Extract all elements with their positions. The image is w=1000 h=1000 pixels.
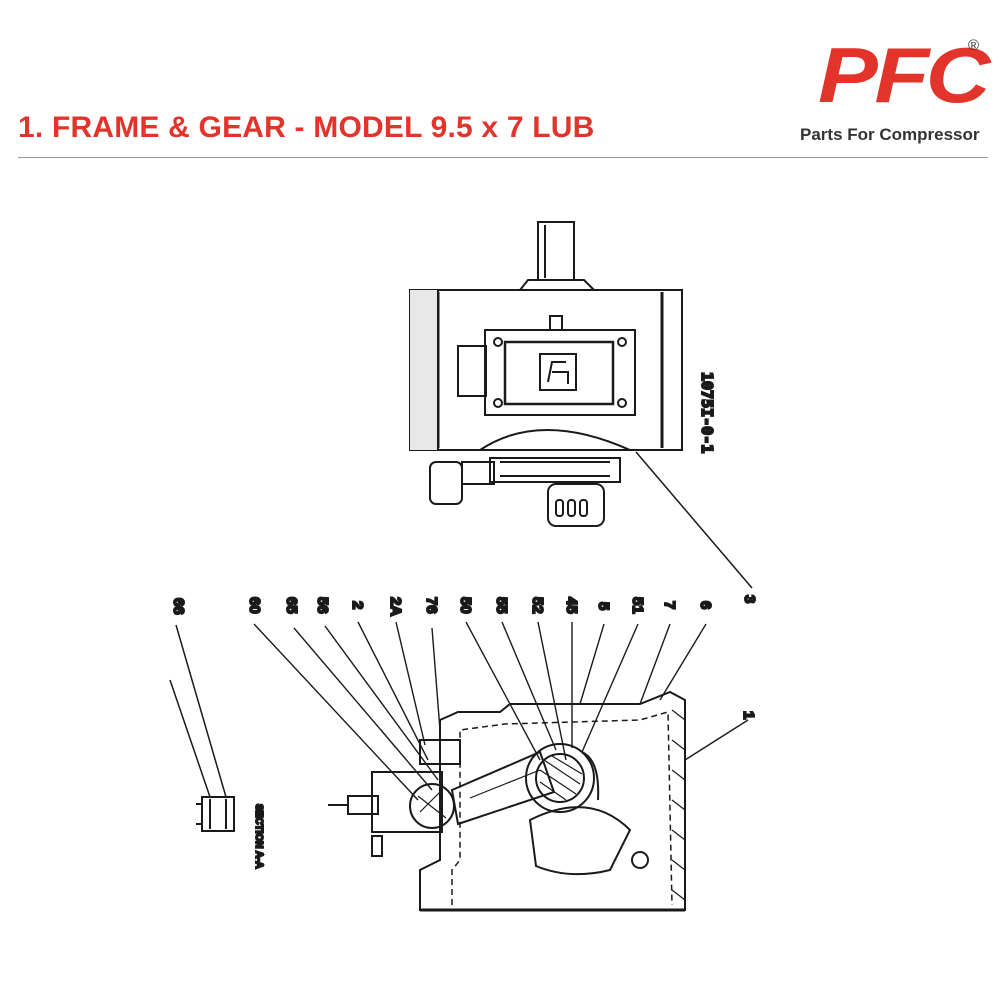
callout-60: 60 xyxy=(246,597,263,614)
callout-51: 51 xyxy=(629,597,646,614)
crank-bearing xyxy=(525,743,595,813)
frame-housing xyxy=(409,289,683,451)
callout-leader-3 xyxy=(635,451,753,589)
registered-mark: ® xyxy=(968,37,980,54)
callout-2: 2 xyxy=(349,601,366,609)
callout-45: 45 xyxy=(563,597,580,614)
callout-65: 65 xyxy=(283,597,300,614)
callout-leader-66 xyxy=(169,679,211,798)
bushing xyxy=(419,739,461,765)
oil-pump xyxy=(489,457,621,483)
logo-tagline: Parts For Compressor xyxy=(800,125,980,144)
callout-50: 50 xyxy=(457,597,474,614)
frame-section-view xyxy=(328,690,686,912)
callout-55: 55 xyxy=(493,597,510,614)
callout-7: 7 xyxy=(661,601,678,609)
maker-emblem xyxy=(539,353,577,391)
crosshead-pin xyxy=(409,783,455,829)
crankshaft-end xyxy=(537,221,575,281)
callout-2a: 2A xyxy=(387,597,404,616)
callout-6: 6 xyxy=(697,601,714,609)
callout-52: 52 xyxy=(529,597,546,614)
callout-1: 1 xyxy=(740,711,757,719)
drain-plug xyxy=(631,851,649,869)
callout-56: 56 xyxy=(314,597,331,614)
frame-top-view xyxy=(409,221,753,589)
cover-bolt xyxy=(493,337,503,347)
oil-filler-cap xyxy=(429,461,463,505)
callout-5: 5 xyxy=(595,602,612,610)
oil-strainer xyxy=(547,483,605,527)
counterweight xyxy=(528,806,632,876)
shaft-collar xyxy=(519,279,595,291)
logo-brand-text: PFC xyxy=(818,31,990,119)
drawing-number: 1075I-0-1 xyxy=(698,372,716,453)
callout-3: 3 xyxy=(741,595,758,603)
cover-bolt xyxy=(617,337,627,347)
section-label: SECTION A-A xyxy=(253,804,264,869)
callout-leaders xyxy=(253,621,749,801)
cover-bolt xyxy=(493,398,503,408)
cover-bolt xyxy=(617,398,627,408)
crankpin xyxy=(535,753,585,803)
frame-casting xyxy=(419,690,686,911)
sump-dome xyxy=(479,429,631,451)
part-66-fitting xyxy=(169,624,235,832)
crosshead-housing xyxy=(371,771,443,833)
callout-66: 66 xyxy=(170,598,187,615)
header-divider xyxy=(18,157,988,158)
page-title: 1. FRAME & GEAR - MODEL 9.5 x 7 LUB xyxy=(18,111,595,144)
pump-shaft xyxy=(347,795,379,815)
callout-76: 76 xyxy=(423,597,440,614)
hex-plug xyxy=(201,796,235,832)
